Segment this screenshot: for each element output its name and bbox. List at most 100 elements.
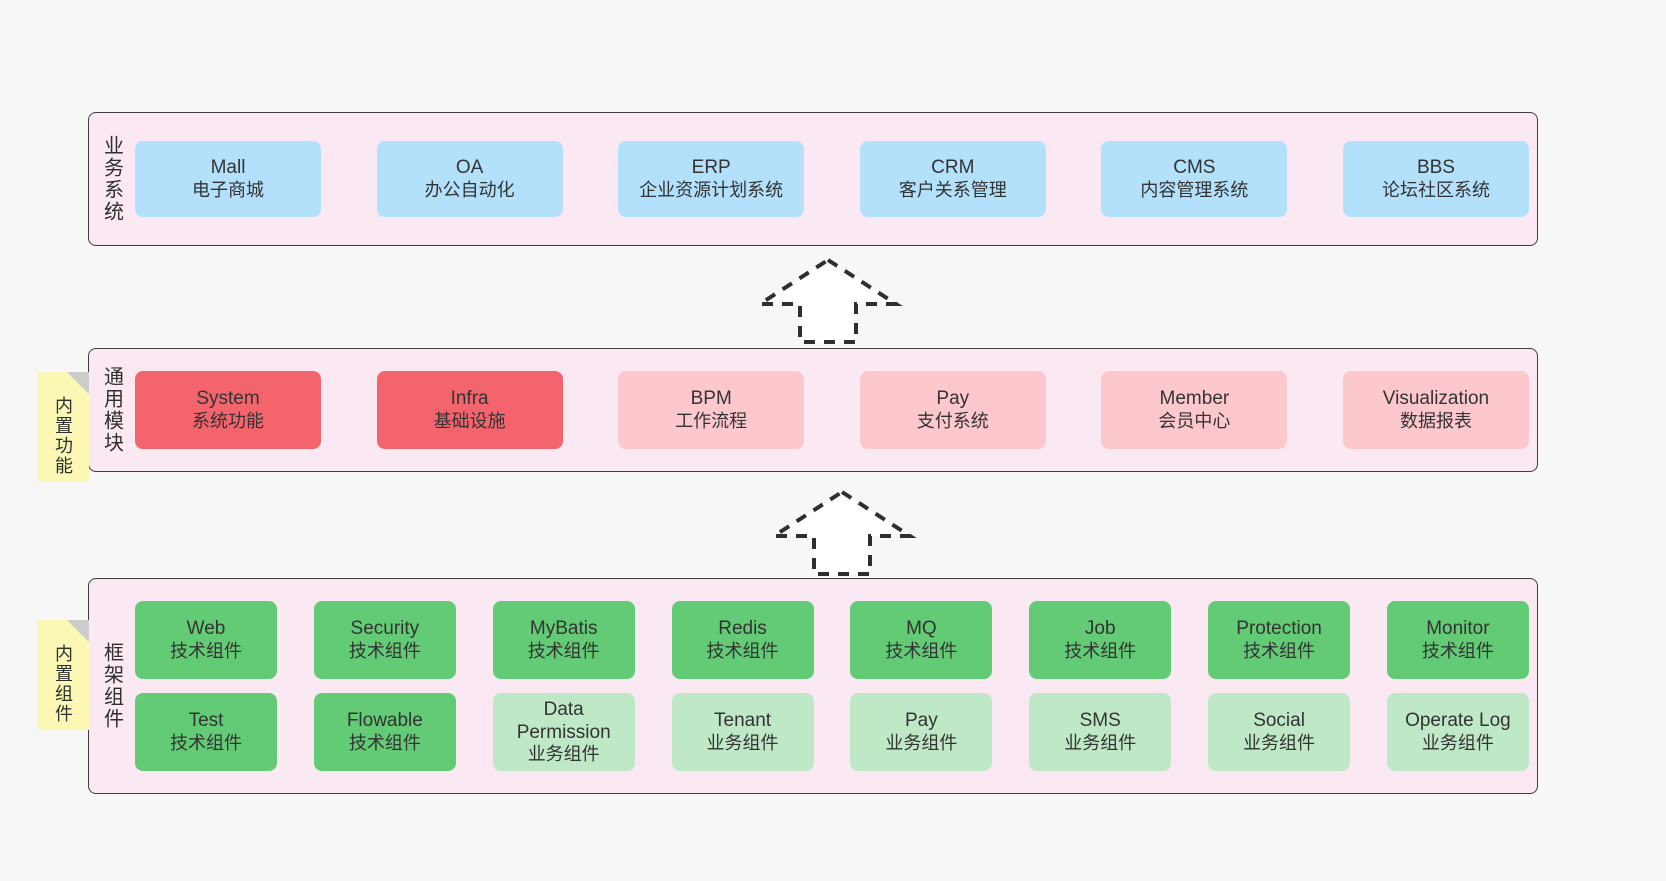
node-title: ERP — [691, 157, 731, 179]
node-title: Flowable — [346, 710, 423, 732]
node-bpm[interactable]: BPM 工作流程 — [618, 371, 805, 449]
node-subtitle: 技术组件 — [348, 640, 421, 661]
layer-body-framework-component: Web 技术组件 Security 技术组件 MyBatis 技术组件 Redi… — [135, 579, 1537, 793]
node-subtitle: 业务组件 — [706, 732, 779, 753]
node-title: Social — [1253, 710, 1305, 732]
node-title: Mall — [210, 157, 246, 179]
node-erp[interactable]: ERP 企业资源计划系统 — [618, 141, 805, 217]
node-operate-log[interactable]: Operate Log 业务组件 — [1386, 693, 1529, 771]
node-title: Data Permission — [516, 698, 611, 744]
node-subtitle: 技术组件 — [1421, 640, 1494, 661]
node-subtitle: 业务组件 — [885, 732, 958, 753]
node-title: Operate Log — [1405, 710, 1511, 732]
layer-title-framework-component: 框架组件 — [100, 642, 123, 730]
node-protection[interactable]: Protection 技术组件 — [1208, 601, 1351, 679]
layer-row: Test 技术组件 Flowable 技术组件 Data Permission … — [135, 693, 1529, 771]
node-subtitle: 业务组件 — [1064, 732, 1137, 753]
node-mq[interactable]: MQ 技术组件 — [850, 601, 993, 679]
node-title: BBS — [1416, 157, 1455, 179]
node-job[interactable]: Job 技术组件 — [1029, 601, 1172, 679]
node-cms[interactable]: CMS 内容管理系统 — [1101, 141, 1288, 217]
node-subtitle: 工作流程 — [675, 410, 748, 431]
node-title: CMS — [1173, 157, 1216, 179]
layer-row: Mall 电子商城 OA 办公自动化 ERP 企业资源计划系统 CRM 客户关系… — [135, 141, 1529, 217]
node-mall[interactable]: Mall 电子商城 — [135, 141, 321, 217]
build-arrow — [752, 256, 904, 346]
node-subtitle: 会员中心 — [1158, 410, 1231, 431]
node-title: Visualization — [1382, 388, 1490, 410]
node-title: Web — [186, 618, 226, 640]
node-subtitle: 技术组件 — [1243, 640, 1316, 661]
node-title: MyBatis — [529, 618, 598, 640]
node-social[interactable]: Social 业务组件 — [1208, 693, 1351, 771]
layer-framework-component: 框架组件 Web 技术组件 Security 技术组件 MyBatis 技术组件… — [88, 578, 1538, 794]
node-title: Pay — [905, 710, 938, 732]
node-subtitle: 电子商城 — [192, 179, 264, 200]
node-pay-component[interactable]: Pay 业务组件 — [850, 693, 993, 771]
node-monitor[interactable]: Monitor 技术组件 — [1386, 601, 1529, 679]
node-title: Member — [1159, 388, 1230, 410]
node-subtitle: 技术组件 — [885, 640, 958, 661]
node-title: CRM — [931, 157, 975, 179]
node-title: BPM — [690, 388, 732, 410]
node-subtitle: 技术组件 — [170, 640, 242, 661]
layer-title-common-module: 通用模块 — [100, 366, 123, 454]
node-member[interactable]: Member 会员中心 — [1101, 371, 1288, 449]
node-title: Pay — [936, 388, 970, 410]
layer-title-business-system: 业务系统 — [100, 135, 123, 223]
node-bbs[interactable]: BBS 论坛社区系统 — [1342, 141, 1529, 217]
node-title: Test — [188, 710, 224, 732]
node-subtitle: 系统功能 — [192, 410, 264, 431]
node-infra[interactable]: Infra 基础设施 — [376, 371, 563, 449]
node-web[interactable]: Web 技术组件 — [135, 601, 277, 679]
node-flowable[interactable]: Flowable 技术组件 — [313, 693, 456, 771]
implement-arrow-glyph — [767, 489, 917, 576]
node-title: Job — [1084, 618, 1116, 640]
node-oa[interactable]: OA 办公自动化 — [376, 141, 563, 217]
node-title: System — [196, 388, 260, 410]
node-subtitle: 技术组件 — [348, 732, 421, 753]
node-subtitle: 业务组件 — [1243, 732, 1316, 753]
node-subtitle: 技术组件 — [527, 640, 600, 661]
layer-body-business-system: Mall 电子商城 OA 办公自动化 ERP 企业资源计划系统 CRM 客户关系… — [135, 113, 1537, 245]
node-title: MQ — [906, 618, 937, 640]
node-subtitle: 支付系统 — [916, 410, 989, 431]
node-crm[interactable]: CRM 客户关系管理 — [859, 141, 1046, 217]
implement-arrow — [766, 488, 918, 578]
node-subtitle: 基础设施 — [433, 410, 506, 431]
node-title: SMS — [1079, 710, 1121, 732]
layer-business-system: 业务系统 Mall 电子商城 OA 办公自动化 ERP 企业资源计划系统 CRM… — [88, 112, 1538, 246]
node-subtitle: 内容管理系统 — [1140, 179, 1249, 200]
node-redis[interactable]: Redis 技术组件 — [671, 601, 814, 679]
note-builtin-feature: 内置功能 — [37, 372, 89, 482]
node-subtitle: 数据报表 — [1399, 410, 1472, 431]
node-subtitle: 论坛社区系统 — [1381, 179, 1490, 200]
node-test[interactable]: Test 技术组件 — [135, 693, 277, 771]
node-mybatis[interactable]: MyBatis 技术组件 — [492, 601, 635, 679]
node-pay-module[interactable]: Pay 支付系统 — [859, 371, 1046, 449]
layer-common-module: 通用模块 System 系统功能 Infra 基础设施 BPM 工作流程 Pay… — [88, 348, 1538, 472]
node-title: Security — [350, 618, 420, 640]
layer-body-common-module: System 系统功能 Infra 基础设施 BPM 工作流程 Pay 支付系统… — [135, 349, 1537, 471]
node-title: Infra — [450, 388, 489, 410]
node-subtitle: 技术组件 — [1064, 640, 1137, 661]
node-subtitle: 技术组件 — [170, 732, 242, 753]
node-sms[interactable]: SMS 业务组件 — [1029, 693, 1172, 771]
node-subtitle: 客户关系管理 — [898, 179, 1007, 200]
node-title: OA — [455, 157, 484, 179]
build-arrow-glyph — [753, 257, 903, 344]
node-data-permission[interactable]: Data Permission 业务组件 — [492, 693, 635, 771]
node-title: Protection — [1236, 618, 1322, 640]
node-subtitle: 业务组件 — [1421, 732, 1494, 753]
layer-row: System 系统功能 Infra 基础设施 BPM 工作流程 Pay 支付系统… — [135, 371, 1529, 449]
node-visualization[interactable]: Visualization 数据报表 — [1342, 371, 1529, 449]
note-builtin-component: 内置组件 — [37, 620, 89, 730]
node-security[interactable]: Security 技术组件 — [313, 601, 456, 679]
node-subtitle: 业务组件 — [527, 744, 600, 765]
node-system[interactable]: System 系统功能 — [135, 371, 321, 449]
node-subtitle: 办公自动化 — [424, 179, 515, 200]
node-tenant[interactable]: Tenant 业务组件 — [671, 693, 814, 771]
layer-row: Web 技术组件 Security 技术组件 MyBatis 技术组件 Redi… — [135, 601, 1529, 679]
node-title: Redis — [718, 618, 767, 640]
